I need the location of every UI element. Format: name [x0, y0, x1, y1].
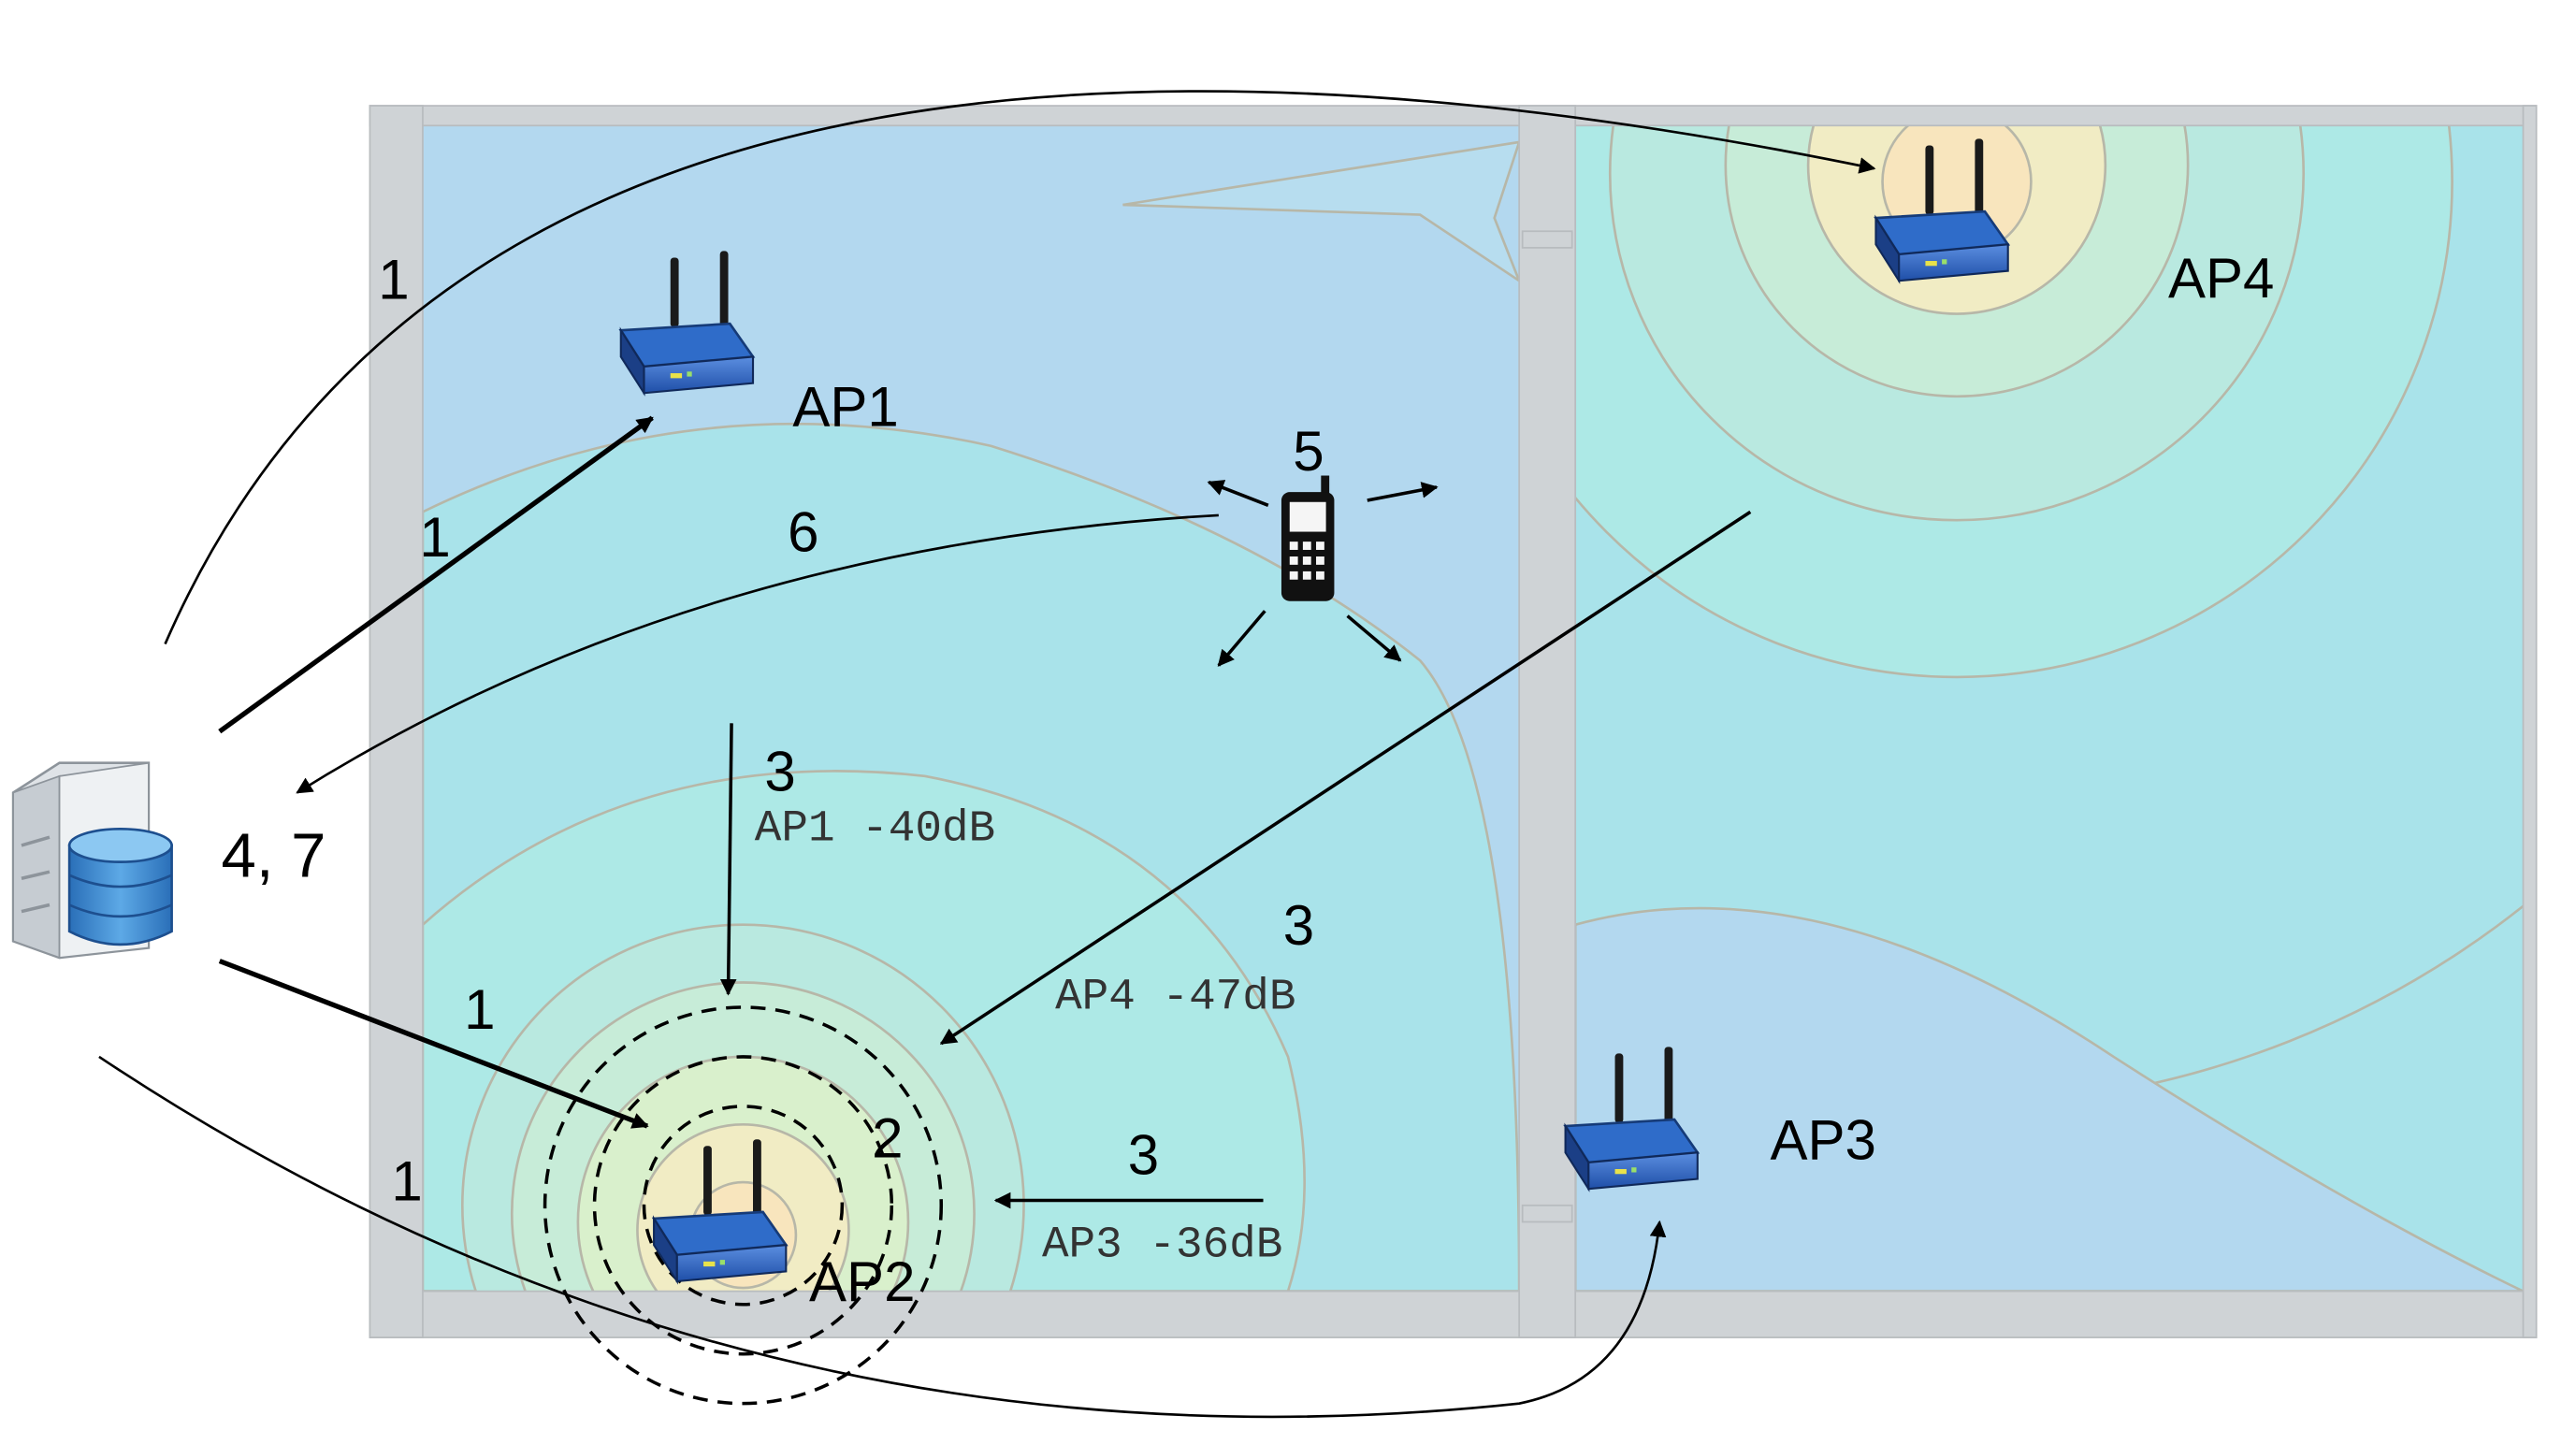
- step-label-ap3-report: 3: [1128, 1123, 1159, 1186]
- ap3-label: AP3: [1770, 1108, 1875, 1171]
- measurement-ap4: AP4 -47dB: [1055, 973, 1295, 1023]
- walls: [369, 105, 2538, 1338]
- database-cylinder: [67, 827, 173, 946]
- floor-plan: [369, 105, 2538, 1338]
- database-server-icon: [11, 761, 173, 960]
- arrows: [98, 90, 1876, 1419]
- arrow-server-to-ap3: [98, 1055, 1667, 1419]
- phone-broadcast-arrows: [1207, 480, 1439, 667]
- arrow-ap4-report: [939, 510, 1752, 1046]
- step-labels: 1 1 1 1 4, 7 5 6 2 3 3 3: [222, 249, 1324, 1213]
- ap2-scan-circles: [543, 1005, 944, 1406]
- ap-labels: AP1 AP2 AP3 AP4: [792, 247, 2274, 1313]
- step-label-phone-to-server: 6: [788, 501, 818, 564]
- step-label-server-ap2: 1: [464, 978, 495, 1041]
- step-label-ap2-scan: 2: [872, 1107, 903, 1170]
- arrow-server-to-ap2: [218, 959, 649, 1129]
- step-label-ap4-report: 3: [1283, 894, 1314, 957]
- measurement-labels: AP1 -40dB AP4 -47dB AP3 -36dB: [755, 804, 1296, 1271]
- step-label-server-ap1: 1: [419, 506, 450, 569]
- arrow-server-to-ap1: [218, 415, 654, 734]
- ap4-label: AP4: [2168, 247, 2274, 310]
- mobile-phone-icon: [1281, 475, 1335, 601]
- right-room-heatmap: [1575, 125, 2524, 1292]
- ap2-label: AP2: [809, 1250, 915, 1313]
- measurement-ap3: AP3 -36dB: [1042, 1221, 1282, 1271]
- arrow-server-to-ap4: [164, 90, 1876, 645]
- step-label-server-result: 4, 7: [222, 821, 326, 891]
- left-room-heatmap: [422, 125, 1520, 1292]
- step-label-server-ap3: 1: [391, 1150, 422, 1213]
- ap1-label: AP1: [792, 376, 898, 439]
- step-label-phone-broadcast: 5: [1293, 420, 1324, 483]
- arrow-ap1-report: [719, 723, 737, 996]
- step-label-server-ap4: 1: [378, 249, 409, 311]
- step-label-ap1-report: 3: [764, 741, 795, 803]
- measurement-ap1: AP1 -40dB: [755, 804, 995, 855]
- arrow-phone-to-server: [296, 513, 1219, 794]
